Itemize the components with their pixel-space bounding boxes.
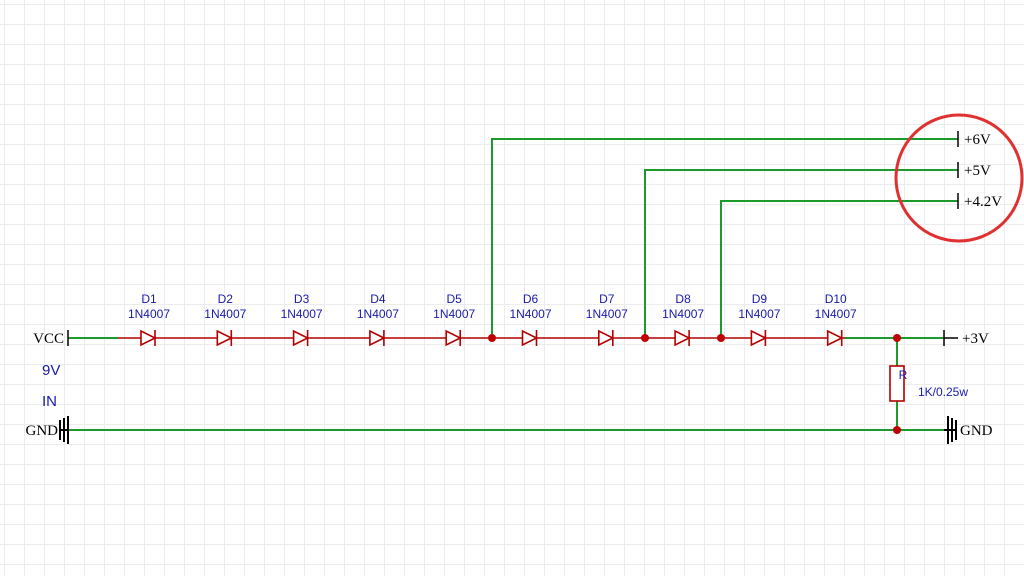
- input-label-note: IN: [42, 393, 57, 410]
- diode-ref-label: D7: [599, 292, 615, 306]
- diode-ref-label: D2: [218, 292, 234, 306]
- diode-part-label: 1N4007: [204, 307, 246, 321]
- input-voltage-note: 9V: [42, 362, 60, 379]
- resistor-body: [889, 365, 905, 402]
- net-label-4v2: +4.2V: [964, 194, 1002, 210]
- diode-ref-label: D9: [752, 292, 768, 306]
- net-label-5v: +5V: [964, 163, 991, 179]
- wire-tap-5v: [644, 169, 958, 338]
- diode-triangle: [445, 329, 462, 347]
- junction-dot-d7-d8: [641, 334, 649, 342]
- diode-triangle: [292, 329, 310, 347]
- diode-triangle: [521, 329, 539, 347]
- diode-part-label: 1N4007: [281, 307, 323, 321]
- diode-triangle: [216, 329, 234, 347]
- diode-ref-label: D10: [825, 292, 847, 306]
- input-notes: 9V IN: [42, 362, 60, 410]
- net-label-gnd-left: GND: [26, 423, 59, 439]
- net-label-vcc: VCC: [33, 331, 64, 347]
- gnd-symbol-left: [59, 416, 69, 444]
- highlight-circle: [894, 113, 1024, 243]
- resistor-ref: R: [899, 368, 908, 382]
- diode-ref-label: D6: [523, 292, 539, 306]
- diode-triangle: [140, 329, 157, 347]
- junctions: [488, 334, 901, 434]
- resistor-r: R 1K/0.25w: [889, 365, 968, 402]
- diode-part-label: 1N4007: [586, 307, 628, 321]
- junction-dot-d8-d9: [717, 334, 725, 342]
- diode-part-label: 1N4007: [662, 307, 704, 321]
- diode-ref-label: D3: [294, 292, 310, 306]
- diode-ref-label: D4: [370, 292, 386, 306]
- junction-dot-res-bottom: [893, 426, 901, 434]
- diode-ref-label: D8: [675, 292, 691, 306]
- wire-tap-6v: [491, 138, 958, 338]
- net-label-3v: +3V: [962, 331, 989, 347]
- wires: [68, 138, 958, 431]
- junction-dot-d5-d6: [488, 334, 496, 342]
- diode-chain: D11N4007D21N4007D31N4007D41N4007D51N4007…: [118, 292, 857, 347]
- diode-part-label: 1N4007: [357, 307, 399, 321]
- diode-triangle: [369, 329, 386, 347]
- diode-triangle: [597, 329, 615, 347]
- net-label-6v: +6V: [964, 132, 991, 148]
- diode-part-label: 1N4007: [509, 307, 551, 321]
- port-symbols: [67, 131, 959, 346]
- diode-part-label: 1N4007: [433, 307, 475, 321]
- wire-tap-4v2: [720, 200, 958, 338]
- diode-triangle: [750, 329, 768, 347]
- diode-part-label: 1N4007: [738, 307, 780, 321]
- net-labels: VCC GND GND +3V +6V +5V +4.2V: [26, 132, 1003, 439]
- diode-part-label: 1N4007: [128, 307, 170, 321]
- diode-triangle: [826, 329, 844, 347]
- net-label-gnd-right: GND: [960, 423, 993, 439]
- junction-dot-res-top: [893, 334, 901, 342]
- diode-triangle: [674, 329, 691, 347]
- diode-ref-label: D1: [141, 292, 157, 306]
- resistor-value: 1K/0.25w: [918, 385, 968, 399]
- diode-ref-label: D5: [447, 292, 463, 306]
- gnd-symbol-right: [944, 416, 957, 444]
- diode-part-label: 1N4007: [815, 307, 857, 321]
